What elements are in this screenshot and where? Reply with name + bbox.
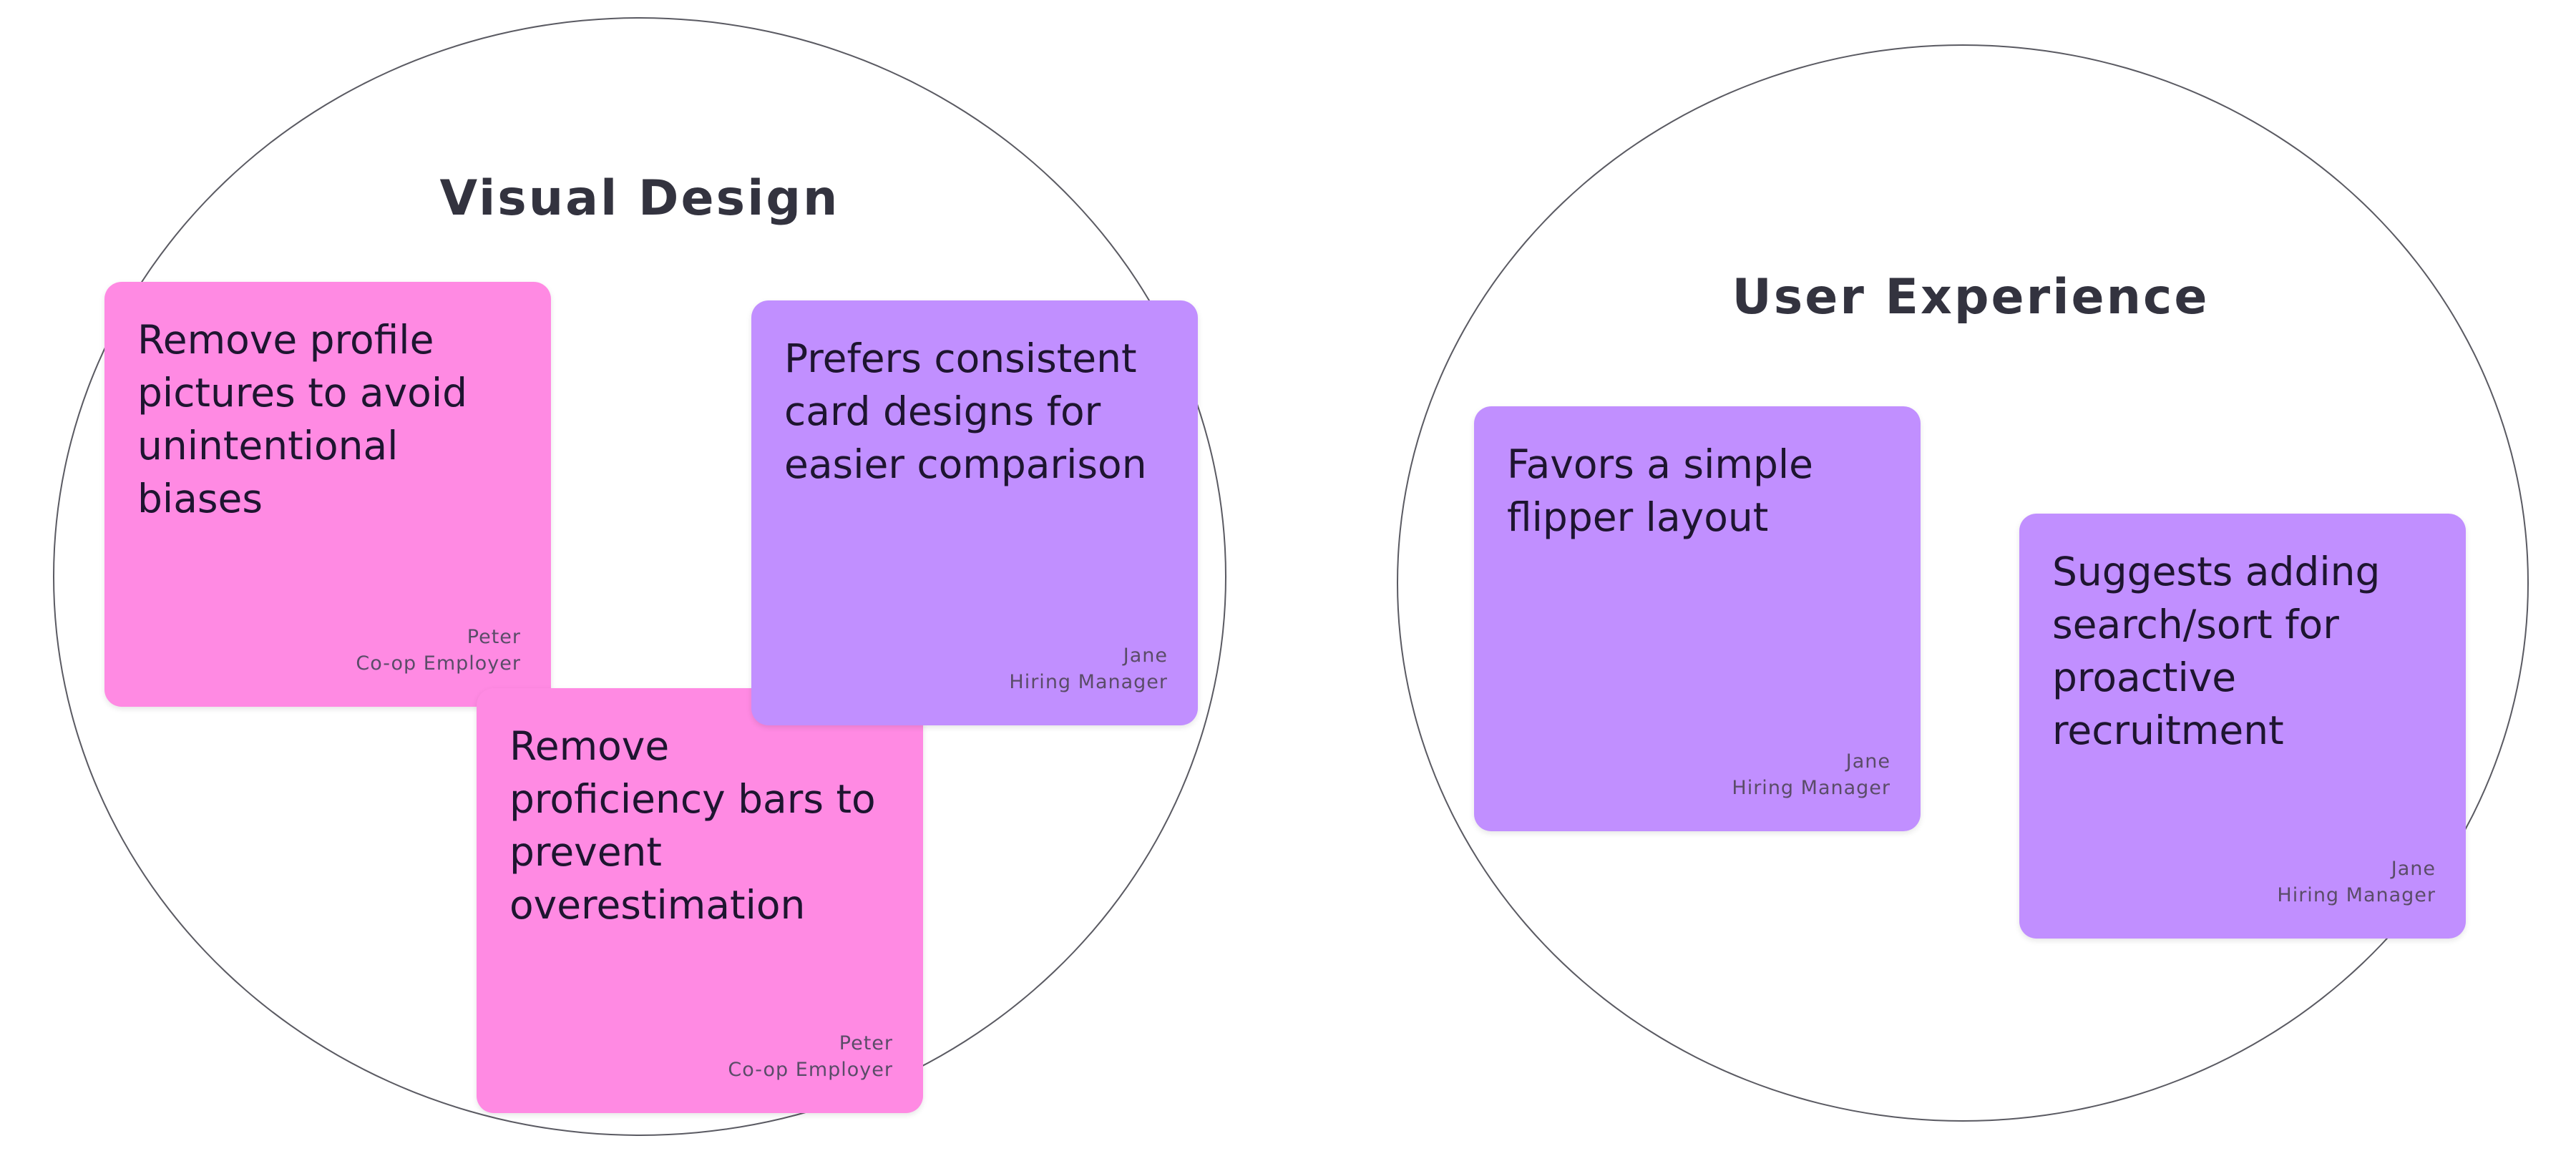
sticky-note-text: Remove proficiency bars to prevent overe…	[509, 723, 876, 928]
author-role: Hiring Manager	[2277, 884, 2436, 906]
author-role: Hiring Manager	[1732, 777, 1890, 799]
sticky-note-simple-flipper-layout[interactable]: Favors a simple flipper layout Jane Hiri…	[1474, 406, 1921, 831]
sticky-note-author: Jane Hiring Manager	[1732, 748, 1890, 801]
sticky-note-remove-proficiency-bars[interactable]: Remove proficiency bars to prevent overe…	[477, 688, 923, 1113]
author-name: Jane	[1123, 645, 1168, 667]
sticky-note-consistent-card-designs[interactable]: Prefers consistent card designs for easi…	[751, 300, 1198, 725]
author-role: Hiring Manager	[1009, 671, 1168, 693]
author-name: Peter	[839, 1032, 893, 1054]
sticky-note-text: Suggests adding search/sort for proactiv…	[2052, 549, 2381, 753]
sticky-note-author: Peter Co-op Employer	[728, 1030, 893, 1083]
author-name: Jane	[2391, 858, 2436, 880]
sticky-note-author: Jane Hiring Manager	[2277, 856, 2436, 908]
visual-design-title: Visual Design	[439, 170, 840, 227]
author-role: Co-op Employer	[728, 1059, 893, 1081]
sticky-note-search-sort[interactable]: Suggests adding search/sort for proactiv…	[2019, 514, 2466, 939]
user-experience-title: User Experience	[1732, 269, 2210, 325]
sticky-note-text: Prefers consistent card designs for easi…	[784, 335, 1147, 487]
user-experience-cluster-circle	[1397, 44, 2529, 1122]
visual-design-cluster-circle	[53, 17, 1226, 1136]
sticky-note-author: Jane Hiring Manager	[1009, 642, 1168, 695]
author-name: Peter	[467, 626, 521, 648]
author-role: Co-op Employer	[356, 652, 521, 675]
sticky-note-text: Remove profile pictures to avoid uninten…	[137, 317, 468, 521]
sticky-note-text: Favors a simple flipper layout	[1507, 441, 1813, 540]
author-name: Jane	[1845, 750, 1890, 773]
sticky-note-remove-profile-pictures[interactable]: Remove profile pictures to avoid uninten…	[104, 282, 551, 707]
sticky-note-author: Peter Co-op Employer	[356, 624, 521, 677]
